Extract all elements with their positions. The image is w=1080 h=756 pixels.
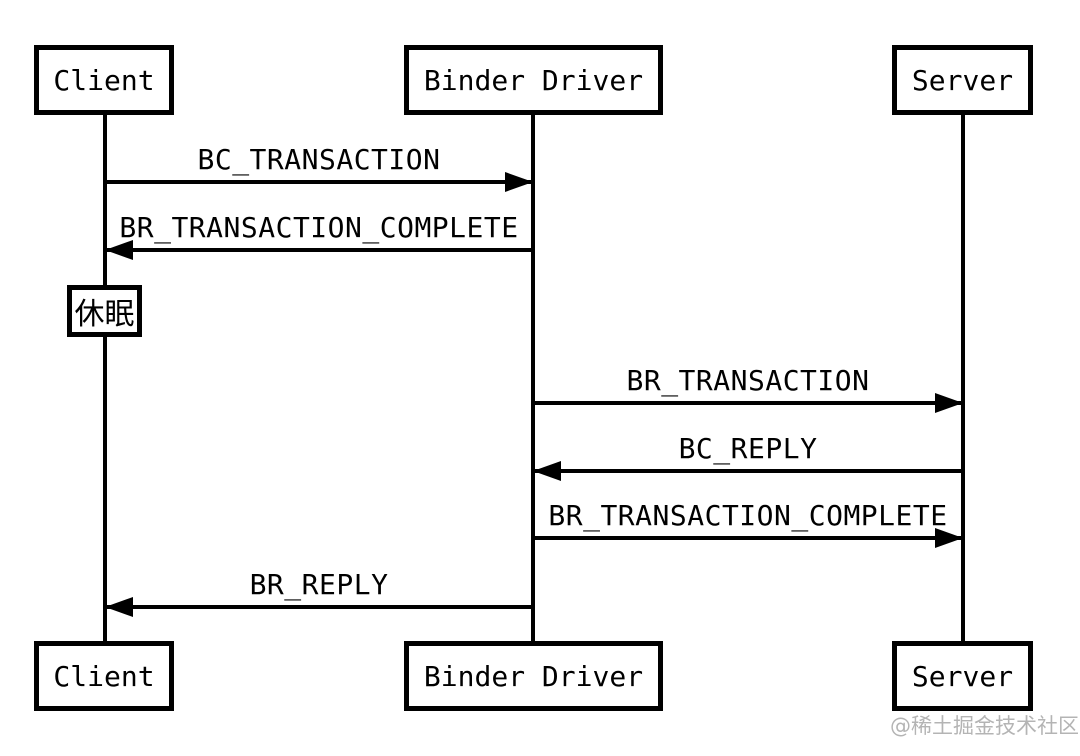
arrowhead-left-icon <box>533 461 561 481</box>
actor-label-binder-driver: Binder Driver <box>423 659 644 693</box>
message-br-transaction-complete-to-client: BR_TRANSACTION_COMPLETE <box>105 211 533 260</box>
arrowhead-right-icon <box>505 172 533 192</box>
actor-label-binder-driver: Binder Driver <box>423 63 644 97</box>
actor-label-client: Client <box>53 659 155 693</box>
arrow-line <box>533 469 963 473</box>
message-bc-reply: BC_REPLY <box>533 432 963 481</box>
actor-label-client: Client <box>53 63 155 97</box>
actor-box-binder-driver-bottom: Binder Driver <box>404 641 663 711</box>
message-label: BC_REPLY <box>678 432 818 465</box>
actor-label-server: Server <box>911 63 1014 97</box>
arrow-line <box>105 248 533 252</box>
actor-box-client-top: Client <box>34 45 174 115</box>
actor-label-server: Server <box>911 659 1014 693</box>
message-br-transaction-complete-to-server: BR_TRANSACTION_COMPLETE <box>533 499 963 548</box>
watermark: @稀土掘金技术社区 <box>890 714 1079 738</box>
arrowhead-right-icon <box>935 528 963 548</box>
actor-box-server-top: Server <box>892 45 1033 115</box>
server-lifeline <box>961 112 965 644</box>
sleep-note-label: 休眠 <box>74 297 135 332</box>
arrow-line <box>533 401 963 405</box>
client-lifeline <box>103 112 107 644</box>
arrowhead-right-icon <box>935 393 963 413</box>
actor-box-server-bottom: Server <box>892 641 1033 711</box>
actor-box-binder-driver-top: Binder Driver <box>404 45 663 115</box>
message-br-transaction: BR_TRANSACTION <box>533 364 963 413</box>
arrow-line <box>533 536 963 540</box>
message-label: BR_TRANSACTION <box>626 364 870 397</box>
message-bc-transaction: BC_TRANSACTION <box>105 143 533 192</box>
sleep-note-box: 休眠 <box>67 285 142 337</box>
arrow-line <box>105 605 533 609</box>
arrow-line <box>105 180 533 184</box>
message-label: BR_REPLY <box>249 568 389 601</box>
binder-driver-lifeline <box>531 112 535 644</box>
arrowhead-left-icon <box>105 240 133 260</box>
actor-box-client-bottom: Client <box>34 641 174 711</box>
message-br-reply: BR_REPLY <box>105 568 533 617</box>
message-label: BR_TRANSACTION_COMPLETE <box>548 499 948 532</box>
message-label: BR_TRANSACTION_COMPLETE <box>119 211 519 244</box>
message-label: BC_TRANSACTION <box>197 143 441 176</box>
arrowhead-left-icon <box>105 597 133 617</box>
